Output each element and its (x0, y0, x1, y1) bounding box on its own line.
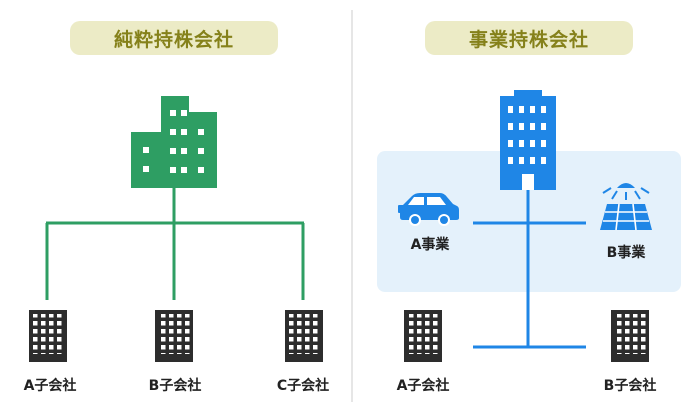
op-subsidiary-a-label: A子会社 (396, 378, 450, 394)
blue-building-icon (500, 90, 556, 190)
pure-holding-connectors (45, 188, 305, 300)
building-icon (29, 310, 67, 362)
building-icon (611, 310, 649, 362)
car-icon (398, 193, 459, 226)
operating-holding-connectors (473, 190, 586, 349)
building-icon (285, 310, 323, 362)
subsidiary-b-label: B子会社 (148, 378, 202, 394)
building-icon (404, 310, 442, 362)
green-building-icon (131, 96, 217, 188)
solar-panel-icon (600, 183, 652, 231)
business-a-label: A事業 (410, 237, 450, 253)
op-subsidiary-b-label: B子会社 (603, 378, 657, 394)
building-icon (155, 310, 193, 362)
subsidiary-c-label: C子会社 (276, 378, 330, 394)
panel-divider (351, 10, 353, 402)
operating-holding-title: 事業持株会社 (425, 21, 633, 55)
pure-holding-title: 純粋持株会社 (70, 21, 278, 55)
business-b-label: B事業 (606, 245, 646, 261)
subsidiary-a-label: A子会社 (23, 378, 77, 394)
